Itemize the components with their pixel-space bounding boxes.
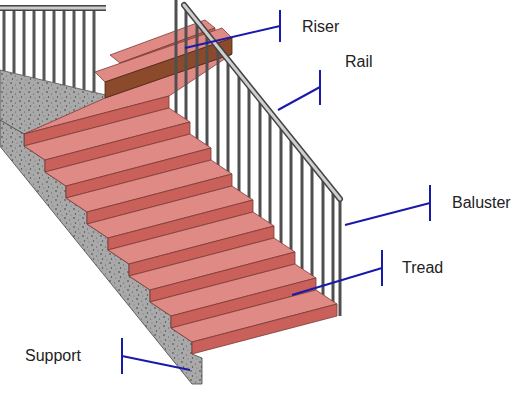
upper-slab-riser	[105, 38, 232, 98]
baluster	[339, 199, 342, 316]
baluster	[290, 138, 293, 250]
baluster	[248, 86, 251, 198]
part-label: Support	[25, 346, 81, 366]
baluster	[185, 8, 188, 120]
upper-baluster	[93, 10, 96, 92]
leader-tick	[121, 338, 123, 374]
leader-tick	[381, 250, 383, 286]
leader-tick	[319, 70, 321, 105]
hand-rail	[184, 5, 340, 199]
leader-line	[122, 356, 190, 370]
upper-rail	[0, 7, 106, 10]
upper-baluster	[23, 10, 26, 76]
leader-tick	[429, 185, 431, 221]
upper-baluster	[73, 10, 76, 87]
baluster	[311, 164, 314, 276]
upper-baluster	[43, 10, 46, 80]
hand-rail	[184, 5, 340, 199]
upper-baluster	[13, 10, 16, 73]
upper-rail	[0, 5, 106, 11]
part-label: Baluster	[452, 193, 511, 213]
leader-line	[345, 203, 430, 225]
baluster	[196, 22, 199, 140]
baluster	[238, 74, 241, 192]
baluster	[280, 126, 283, 244]
baluster	[217, 48, 220, 166]
baluster	[269, 112, 272, 224]
upper-baluster	[63, 10, 66, 85]
upper-baluster	[83, 10, 86, 90]
baluster	[322, 178, 325, 296]
baluster	[301, 152, 304, 270]
part-label: Rail	[345, 52, 373, 72]
upper-baluster	[53, 10, 56, 83]
baluster	[227, 60, 230, 172]
baluster	[175, 0, 178, 114]
leader-line	[292, 268, 382, 295]
part-label: Tread	[402, 258, 443, 278]
leader-tick	[279, 10, 281, 42]
leader-line	[278, 87, 320, 110]
baluster	[206, 34, 209, 146]
step-riser	[192, 304, 337, 354]
upper-baluster	[33, 10, 36, 78]
part-label: Riser	[302, 17, 339, 37]
baluster	[332, 190, 335, 302]
leader-line	[185, 26, 280, 48]
baluster	[259, 100, 262, 218]
upper-baluster	[3, 10, 6, 71]
